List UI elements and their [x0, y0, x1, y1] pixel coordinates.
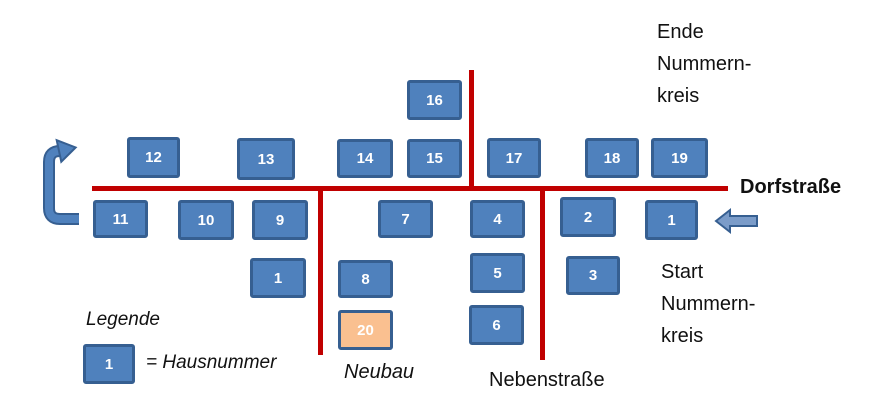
legend-sample-number: 1 [104, 355, 114, 373]
legend-sample-box: 1 [83, 344, 135, 384]
house-box-3: 3 [566, 256, 620, 295]
legend-description: = Hausnummer [146, 352, 277, 373]
house-box-4: 4 [470, 200, 525, 238]
house-box-12: 12 [127, 137, 180, 178]
nebenstrasse-street-line [540, 186, 545, 360]
house-box-7: 7 [378, 200, 433, 238]
house-box-2: 2 [560, 197, 616, 237]
start-nummernkreis-label: Start Nummern- kreis [661, 256, 755, 352]
start-line-3: kreis [661, 325, 704, 347]
start-direction-arrow-icon [714, 207, 758, 235]
house-box-1: 1 [645, 200, 698, 240]
ende-line-1: Ende [657, 21, 704, 43]
house-box-13: 13 [237, 138, 295, 180]
nebenstrasse-label: Nebenstraße [489, 369, 605, 391]
house-box-5: 5 [470, 253, 525, 293]
dorfstrasse-label: Dorfstraße [740, 176, 842, 198]
branch-street-line [469, 70, 474, 191]
neubau-street-line [318, 186, 323, 355]
legend-title: Legende [86, 309, 160, 330]
start-line-1: Start [661, 261, 704, 283]
house-box-16: 16 [407, 80, 462, 120]
house-box-17: 17 [487, 138, 541, 178]
ende-nummernkreis-label: Ende Nummern- kreis [657, 16, 751, 112]
house-box-9: 9 [252, 200, 308, 240]
u-turn-arrow-icon [43, 138, 79, 225]
neubau-label: Neubau [344, 361, 415, 383]
house-box-1: 1 [250, 258, 306, 298]
ende-line-3: kreis [657, 85, 700, 107]
house-box-11: 11 [93, 200, 148, 238]
house-box-6: 6 [469, 305, 524, 345]
house-box-10: 10 [178, 200, 234, 240]
house-box-18: 18 [585, 138, 639, 178]
house-box-14: 14 [337, 139, 393, 178]
house-box-8: 8 [338, 260, 393, 298]
house-box-15: 15 [407, 139, 462, 178]
start-line-2: Nummern- [661, 293, 756, 315]
house-box-20: 20 [338, 310, 393, 350]
house-box-19: 19 [651, 138, 708, 178]
dorfstrasse-street-line [92, 186, 728, 191]
ende-line-2: Nummern- [657, 53, 752, 75]
